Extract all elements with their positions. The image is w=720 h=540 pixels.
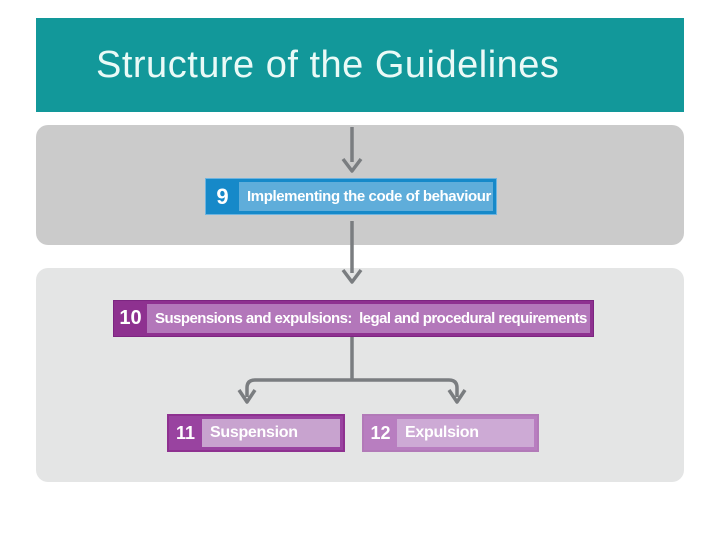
node-number: 10: [119, 307, 142, 329]
flow-node-12: 12 Expulsion: [362, 414, 539, 452]
node-number: 9: [216, 183, 229, 209]
node-label: Suspension: [202, 419, 340, 447]
node-label: Expulsion: [397, 419, 534, 447]
branch-connector: [237, 337, 467, 404]
flow-node-10: 10 Suspensions and expulsions: legal and…: [113, 300, 594, 337]
node-number: 11: [175, 422, 196, 443]
node-label: Suspensions and expulsions: legal and pr…: [147, 304, 590, 333]
node-number: 12: [370, 422, 391, 443]
page-title: Structure of the Guidelines: [96, 43, 560, 86]
flow-node-11: 11 Suspension: [167, 414, 345, 452]
down-arrow-icon: [341, 127, 363, 173]
node-label: Implementing the code of behaviour: [239, 182, 493, 211]
flow-node-9: 9 Implementing the code of behaviour: [205, 178, 497, 215]
title-bar: Structure of the Guidelines: [36, 18, 684, 112]
down-arrow-icon: [341, 221, 363, 284]
